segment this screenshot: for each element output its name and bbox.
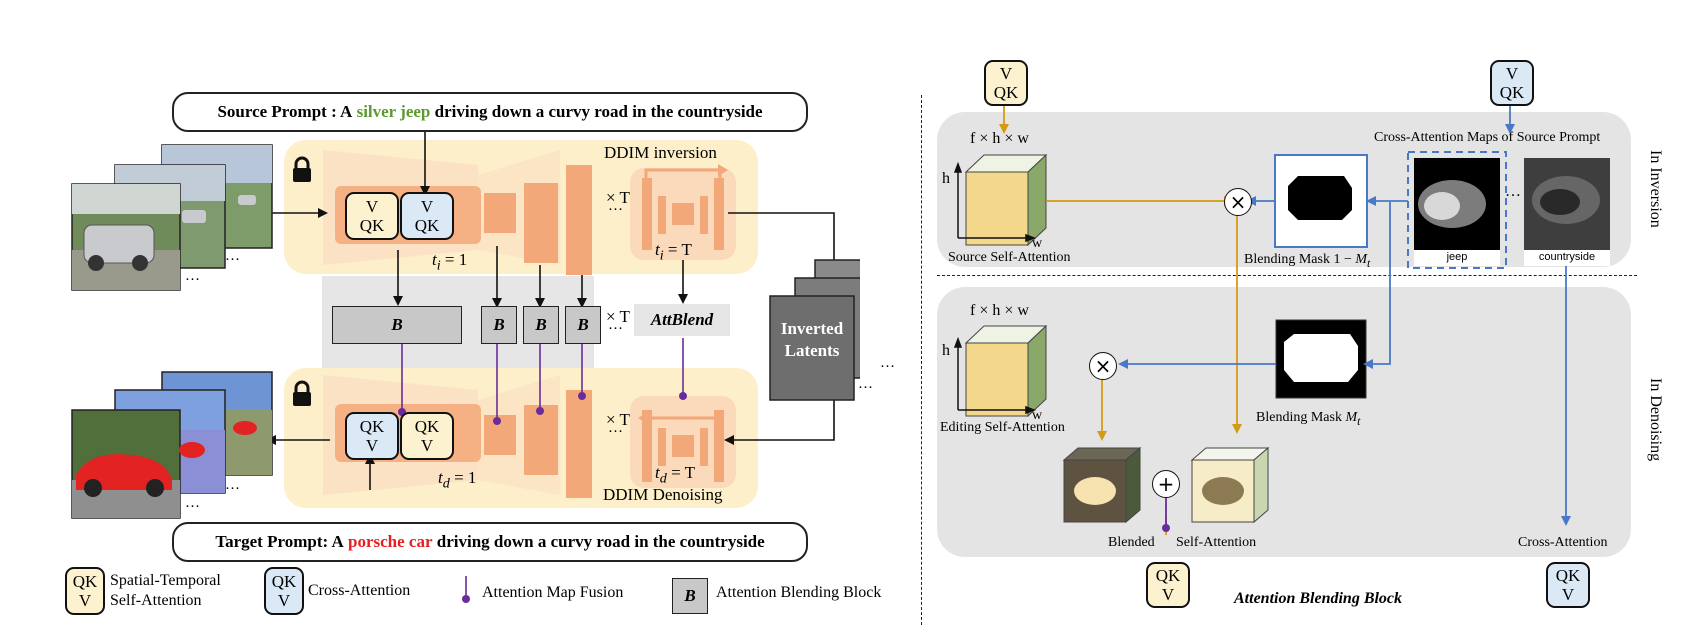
divider xyxy=(921,95,922,625)
inverted-latents-label: Inverted Latents xyxy=(780,319,844,360)
fusion-icon xyxy=(462,576,470,603)
block-bottom: V xyxy=(420,436,434,455)
blend-block: B xyxy=(523,306,559,344)
dots-inversion: … xyxy=(608,198,623,214)
blended-cube xyxy=(1062,446,1142,524)
lock-icon xyxy=(293,380,311,406)
lock-icon xyxy=(293,156,311,182)
bottom-left-qkv-box: QK V xyxy=(1146,562,1190,608)
cube-w-bottom: w xyxy=(1032,408,1043,423)
cube-h-top: h xyxy=(942,170,950,187)
denoising-self-attn-block: QK V xyxy=(345,412,399,460)
block-top: QK xyxy=(359,417,385,436)
attblend-block: AttBlend xyxy=(634,304,730,336)
editing-cube xyxy=(964,324,1048,418)
blend-block-large: B xyxy=(332,306,462,344)
block-bottom: QK xyxy=(414,216,440,235)
legend-spatial-temporal-label: Spatial-Temporal Self-Attention xyxy=(110,572,221,609)
legend-spatial-temporal-box: QK V xyxy=(65,567,105,615)
in-denoising-label: In Denoising xyxy=(1647,378,1664,462)
source-prompt-prefix: Source Prompt : A xyxy=(217,102,353,121)
attention-blending-block-title: Attention Blending Block xyxy=(1234,590,1403,607)
bottom-right-qkv-box: QK V xyxy=(1546,562,1590,608)
cross-attention-maps-title: Cross-Attention Maps of Source Prompt xyxy=(1374,130,1601,145)
ti-1-label: ti = 1 xyxy=(432,250,468,274)
ddim-denoising-label: DDIM Denoising xyxy=(603,485,723,504)
source-self-attention-label: Source Self-Attention xyxy=(948,250,1071,265)
legend-blend-box: B xyxy=(672,578,708,614)
ti-T-label: ti = T xyxy=(655,240,692,264)
dots-denoising: … xyxy=(608,420,623,436)
ddim-inversion-label: DDIM inversion xyxy=(604,143,717,162)
td-T-label: td = T xyxy=(655,463,695,487)
target-prompt-prefix: Target Prompt: A xyxy=(215,532,344,551)
plus-icon: + xyxy=(1152,470,1180,498)
multiply-icon-top: × xyxy=(1224,188,1252,216)
source-cube xyxy=(964,153,1048,247)
blend-block: B xyxy=(565,306,601,344)
legend-cross-attention-box: QK V xyxy=(264,567,304,615)
jeep-label: jeep xyxy=(1446,251,1468,263)
tgt-dots-2: … xyxy=(185,495,200,511)
cube-w-top: w xyxy=(1032,236,1043,251)
cube-h-bottom: h xyxy=(942,342,950,359)
block-top: QK xyxy=(414,417,440,436)
target-prompt-suffix: driving down a curvy road in the country… xyxy=(436,532,765,551)
map-dots: … xyxy=(1505,183,1521,200)
latent-dots-2: … xyxy=(858,376,873,392)
times-t-blend: × T xyxy=(606,307,630,326)
src-dots-1: … xyxy=(225,248,240,264)
block-top: V xyxy=(365,197,379,216)
legend-blend-label: Attention Blending Block xyxy=(716,584,882,601)
target-prompt-highlight: porsche car xyxy=(348,532,433,551)
times-t-denoising: × T xyxy=(606,410,630,429)
inversion-cross-attn-block: V QK xyxy=(400,192,454,240)
legend-cross-attention-label: Cross-Attention xyxy=(308,582,411,599)
region-divider xyxy=(937,275,1637,276)
source-prompt-highlight: silver jeep xyxy=(356,102,431,121)
top-right-vqk-box: V QK xyxy=(1490,60,1534,106)
self-attention-cube xyxy=(1190,446,1270,524)
denoising-cross-attn-block: QK V xyxy=(400,412,454,460)
blending-mask-denoising-label: Blending Mask Mt xyxy=(1256,410,1361,428)
tgt-dots-1: … xyxy=(225,477,240,493)
blend-block: B xyxy=(481,306,517,344)
latent-dots-1: … xyxy=(880,355,895,371)
legend-fusion-label: Attention Map Fusion xyxy=(482,584,624,601)
top-left-vqk-box: V QK xyxy=(984,60,1028,106)
block-bottom: QK xyxy=(359,216,385,235)
source-prompt: Source Prompt : A silver jeep driving do… xyxy=(172,92,808,132)
cube-dims-top: f × h × w xyxy=(970,130,1029,147)
times-t-inversion: × T xyxy=(606,188,630,207)
countryside-label: countryside xyxy=(1538,251,1596,263)
block-top: V xyxy=(420,197,434,216)
blending-mask-inversion-label: Blending Mask 1 − Mt xyxy=(1244,252,1371,270)
inversion-self-attn-block: V QK xyxy=(345,192,399,240)
target-prompt: Target Prompt: A porsche car driving dow… xyxy=(172,522,808,562)
dots-blend: … xyxy=(608,317,623,333)
source-prompt-suffix: driving down a curvy road in the country… xyxy=(434,102,763,121)
in-inversion-label: In Inversion xyxy=(1647,150,1664,228)
block-bottom: V xyxy=(365,436,379,455)
multiply-icon-bottom: × xyxy=(1089,352,1117,380)
blended-label: Blended xyxy=(1108,535,1155,550)
src-dots-2: … xyxy=(185,268,200,284)
cross-attention-label: Cross-Attention xyxy=(1518,535,1608,550)
editing-self-attention-label: Editing Self-Attention xyxy=(940,420,1065,435)
cube-dims-bottom: f × h × w xyxy=(970,302,1029,319)
td-1-label: td = 1 xyxy=(438,468,477,492)
self-attention-label: Self-Attention xyxy=(1176,535,1257,550)
